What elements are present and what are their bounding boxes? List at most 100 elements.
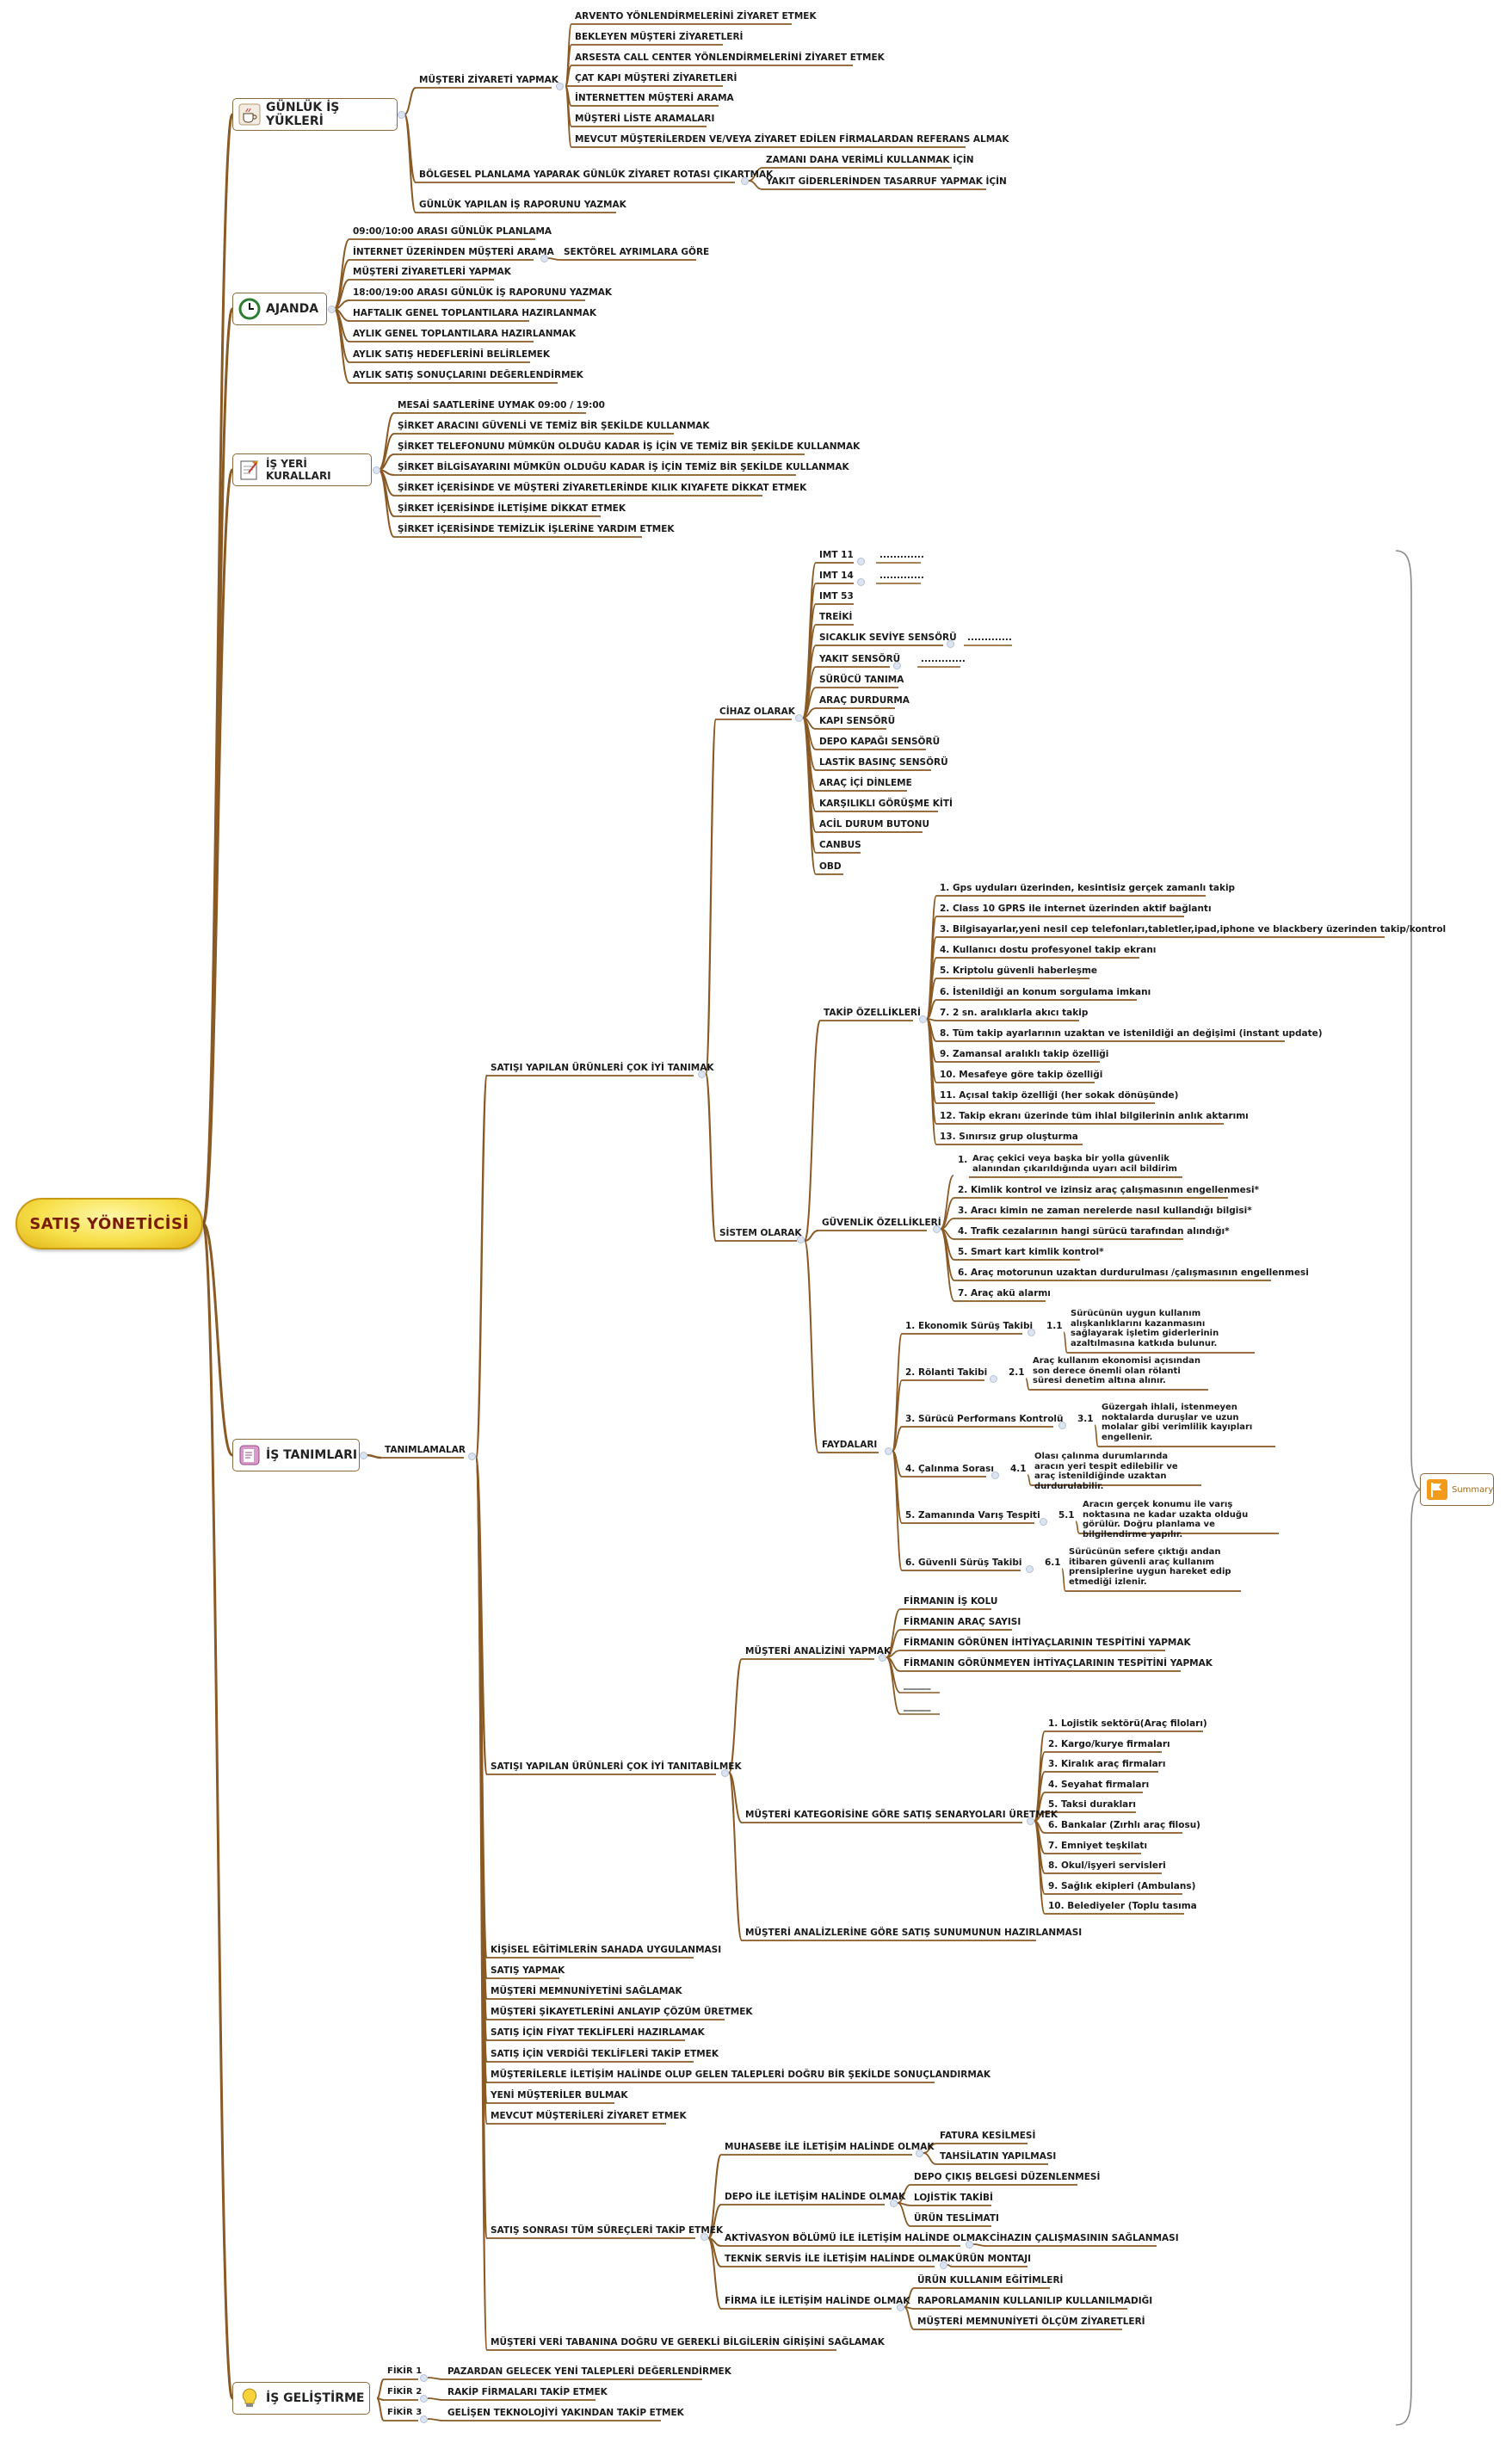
topic-label[interactable]: ARVENTO YÖNLENDİRMELERİNİ ZİYARET ETMEK <box>575 11 817 22</box>
topic-label[interactable]: İNTERNET ÜZERİNDEN MÜŞTERİ ARAMA <box>353 247 554 257</box>
topic-label[interactable]: ŞİRKET TELEFONUNU MÜMKÜN OLDUĞU KADAR İŞ… <box>398 441 861 452</box>
collapse-handle[interactable] <box>328 305 336 313</box>
collapse-handle[interactable] <box>700 2233 708 2241</box>
topic-label[interactable]: MÜŞTERİ VERİ TABANINA DOĞRU VE GEREKLİ B… <box>491 2337 885 2347</box>
node-ajanda[interactable]: AJANDA <box>232 293 327 325</box>
topic-label[interactable]: 09:00/10:00 ARASI GÜNLÜK PLANLAMA <box>353 226 552 237</box>
topic-label[interactable]: MÜŞTERİ ZİYARETLERİ YAPMAK <box>353 267 511 277</box>
collapse-handle[interactable] <box>991 1471 999 1479</box>
collapse-handle[interactable] <box>857 558 865 565</box>
topic-label[interactable]: 4. Çalınma Sorası <box>905 1464 994 1474</box>
topic-label[interactable]: 5. Kriptolu güvenli haberleşme <box>940 965 1098 976</box>
topic-label[interactable]: 7. Araç akü alarmı <box>958 1288 1051 1299</box>
topic-label[interactable]: DEPO KAPAĞI SENSÖRÜ <box>819 737 941 747</box>
topic-label[interactable]: CİHAZIN ÇALIŞMASININ SAĞLANMASI <box>990 2233 1179 2243</box>
collapse-handle[interactable] <box>420 2395 428 2403</box>
topic-label[interactable]: MUHASEBE İLE İLETİŞİM HALİNDE OLMAK <box>725 2142 935 2152</box>
topic-label[interactable]: MÜŞTERİLERLE İLETİŞİM HALİNDE OLUP GELEN… <box>491 2070 991 2080</box>
topic-label[interactable]: CANBUS <box>819 840 861 850</box>
topic-label[interactable]: FİKİR 1 <box>387 2366 423 2376</box>
collapse-handle[interactable] <box>721 1769 729 1777</box>
collapse-handle[interactable] <box>940 2261 947 2269</box>
topic-label[interactable]: 4. Trafik cezalarının hangi sürücü taraf… <box>958 1226 1230 1237</box>
topic-label[interactable]: ŞİRKET İÇERİSİNDE VE MÜŞTERİ ZİYARETLERİ… <box>398 483 807 493</box>
topic-label[interactable]: Sürücünün sefere çıktığı andan itibaren … <box>1069 1547 1231 1587</box>
collapse-handle[interactable] <box>1028 1329 1035 1336</box>
topic-label[interactable]: CİHAZ OLARAK <box>719 706 795 717</box>
collapse-handle[interactable] <box>360 1452 367 1459</box>
topic-label[interactable]: FAYDALARI <box>822 1440 878 1450</box>
topic-label[interactable]: 5. Smart kart kimlik kontrol* <box>958 1247 1104 1257</box>
topic-label[interactable]: ÜRÜN TESLİMATI <box>914 2213 999 2224</box>
topic-label[interactable]: MÜŞTERİ KATEGORİSİNE GÖRE SATIŞ SENARYOL… <box>745 1810 1058 1820</box>
topic-label[interactable]: TANIMLAMALAR <box>385 1445 466 1455</box>
topic-label[interactable]: MÜŞTERİ ZİYARETİ YAPMAK <box>419 75 559 85</box>
collapse-handle[interactable] <box>893 662 901 669</box>
topic-label[interactable]: LASTİK BASINÇ SENSÖRÜ <box>819 757 948 768</box>
topic-label[interactable]: 8. Tüm takip ayarlarının uzaktan ve iste… <box>940 1028 1323 1039</box>
topic-label[interactable]: KAPI SENSÖRÜ <box>819 716 896 726</box>
topic-label[interactable]: 5. Taksi durakları <box>1048 1799 1137 1810</box>
topic-label[interactable]: SATIŞI YAPILAN ÜRÜNLERİ ÇOK İYİ TANIMAK <box>491 1063 714 1073</box>
topic-label[interactable]: FİRMANIN GÖRÜNEN İHTİYAÇLARININ TESPİTİN… <box>904 1638 1191 1648</box>
topic-label[interactable]: AYLIK SATIŞ HEDEFLERİNİ BELİRLEMEK <box>353 349 550 360</box>
topic-label[interactable]: SATIŞ İÇİN FİYAT TEKLİFLERİ HAZIRLAMAK <box>491 2027 705 2038</box>
topic-label[interactable]: DEPO ÇIKIŞ BELGESİ DÜZENLENMESİ <box>914 2172 1101 2182</box>
topic-label[interactable]: 2. Kimlik kontrol ve izinsiz araç çalışm… <box>958 1185 1260 1195</box>
collapse-handle[interactable] <box>890 2199 898 2207</box>
topic-label[interactable]: Güzergah ihlali, istenmeyen noktalarda d… <box>1102 1403 1253 1442</box>
topic-label[interactable]: 2. Rölanti Takibi <box>905 1367 988 1378</box>
topic-label[interactable]: OBD <box>819 861 842 872</box>
topic-label[interactable]: TAHSİLATIN YAPILMASI <box>940 2151 1057 2162</box>
topic-label[interactable]: Sürücünün uygun kullanım alışkanlıkların… <box>1071 1309 1219 1348</box>
collapse-handle[interactable] <box>1040 1518 1047 1526</box>
topic-label[interactable]: 5. Zamanında Varış Tespiti <box>905 1510 1040 1521</box>
topic-label[interactable]: 10. Mesafeye göre takip özelliği <box>940 1070 1103 1080</box>
collapse-handle[interactable] <box>1058 1422 1066 1429</box>
collapse-handle[interactable] <box>420 2374 428 2382</box>
topic-label[interactable]: SİSTEM OLARAK <box>719 1228 802 1238</box>
topic-label[interactable]: ARAÇ DURDURMA <box>819 695 910 706</box>
topic-label[interactable]: 6. İstenildiği an konum sorgulama imkanı <box>940 987 1151 997</box>
topic-label[interactable]: FİKİR 3 <box>387 2408 423 2417</box>
collapse-handle[interactable] <box>857 578 865 586</box>
topic-label[interactable]: RAPORLAMANIN KULLANILIP KULLANILMADIĞI <box>917 2296 1153 2306</box>
topic-label[interactable]: HAFTALIK GENEL TOPLANTILARA HAZIRLANMAK <box>353 308 597 318</box>
topic-label[interactable]: 1. Gps uyduları üzerinden, kesintisiz ge… <box>940 883 1236 893</box>
topic-label[interactable]: ÜRÜN MONTAJI <box>955 2254 1032 2264</box>
topic-label[interactable]: BEKLEYEN MÜŞTERİ ZİYARETLERİ <box>575 32 744 42</box>
topic-label[interactable]: ÜRÜN KULLANIM EĞİTİMLERİ <box>917 2275 1064 2286</box>
topic-label[interactable]: 6. Güvenli Sürüş Takibi <box>905 1558 1022 1568</box>
topic-label[interactable]: MÜŞTERİ MEMNUNİYETİNİ SAĞLAMAK <box>491 1986 682 1996</box>
topic-label[interactable]: AYLIK SATIŞ SONUÇLARINI DEĞERLENDİRMEK <box>353 370 583 380</box>
topic-label[interactable]: GELİŞEN TEKNOLOJİYİ YAKINDAN TAKİP ETMEK <box>447 2408 684 2418</box>
topic-label[interactable]: SATIŞ İÇİN VERDİĞİ TEKLİFLERİ TAKİP ETME… <box>491 2049 719 2059</box>
collapse-handle[interactable] <box>741 177 749 185</box>
topic-label[interactable]: BÖLGESEL PLANLAMA YAPARAK GÜNLÜK ZİYARET… <box>419 170 774 180</box>
collapse-handle[interactable] <box>879 1654 886 1662</box>
topic-label[interactable]: Aracın gerçek konumu ile varış noktasına… <box>1083 1500 1249 1539</box>
topic-label[interactable]: SICAKLIK SEVİYE SENSÖRÜ <box>819 632 957 643</box>
topic-label[interactable]: 12. Takip ekranı üzerinde tüm ihlal bilg… <box>940 1111 1249 1121</box>
topic-label[interactable]: IMT 14 <box>819 571 854 581</box>
topic-label[interactable]: KİŞİSEL EĞİTİMLERİN SAHADA UYGULANMASI <box>491 1945 722 1955</box>
root-node[interactable]: SATIŞ YÖNETİCİSİ <box>15 1198 203 1249</box>
topic-label[interactable]: SEKTÖREL AYRIMLARA GÖRE <box>564 247 710 257</box>
topic-label[interactable]: FATURA KESİLMESİ <box>940 2131 1036 2141</box>
topic-label[interactable]: 3. Aracı kimin ne zaman nerelerde nasıl … <box>958 1206 1252 1216</box>
topic-label[interactable]: 7. Emniyet teşkilatı <box>1048 1841 1148 1851</box>
topic-label[interactable]: FİKİR 2 <box>387 2387 423 2397</box>
topic-label[interactable]: 6. Bankalar (Zırhlı araç filosu) <box>1048 1820 1200 1830</box>
topic-label[interactable]: 1. Ekonomik Sürüş Takibi <box>905 1321 1034 1331</box>
topic-label[interactable]: 1. Lojistik sektörü(Araç filoları) <box>1048 1718 1207 1729</box>
node-is-tanimlari[interactable]: İŞ TANIMLARI <box>232 1439 360 1471</box>
topic-label[interactable]: SÜRÜCÜ TANIMA <box>819 675 904 685</box>
topic-label[interactable]: YENİ MÜŞTERİLER BULMAK <box>491 2090 628 2101</box>
collapse-handle[interactable] <box>885 1447 892 1455</box>
topic-label[interactable]: 4. Kullanıcı dostu profesyonel takip ekr… <box>940 945 1157 955</box>
collapse-handle[interactable] <box>797 1236 805 1243</box>
topic-label[interactable]: AKTİVASYON BÖLÜMÜ İLE İLETİŞİM HALİNDE O… <box>725 2233 990 2243</box>
collapse-handle[interactable] <box>919 1015 927 1023</box>
topic-label[interactable]: TAKİP ÖZELLİKLERİ <box>824 1008 921 1018</box>
topic-label[interactable]: ÇAT KAPI MÜŞTERİ ZİYARETLERİ <box>575 73 737 83</box>
